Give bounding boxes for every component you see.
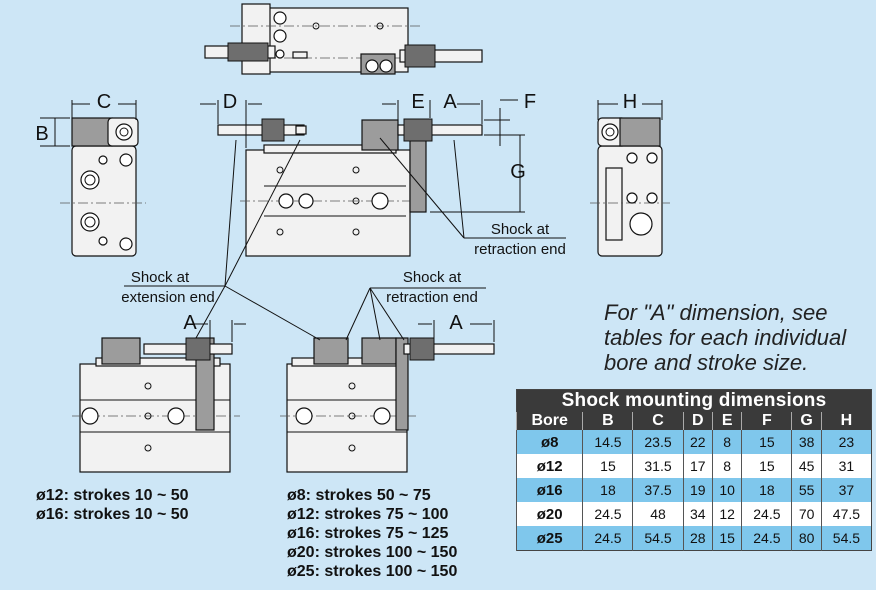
table-cell: 31 [820, 454, 872, 478]
dim-label-h: H [623, 91, 637, 113]
table-cell: 17 [682, 454, 713, 478]
table-cell: ø20 [515, 502, 583, 526]
dim-label-e: E [411, 91, 424, 113]
bottom-right-view [280, 320, 495, 473]
table-cell: 23.5 [632, 430, 684, 454]
stroke-line: ø20: strokes 100 ~ 150 [287, 544, 458, 561]
table-cell: 18 [582, 478, 633, 502]
table-cell: 8 [711, 454, 742, 478]
table-header-cell: F [741, 412, 792, 430]
dim-label-f: F [524, 91, 536, 113]
table-row: ø16 18 37.5 19 10 18 55 37 [515, 478, 872, 502]
table-cell: 54.5 [632, 526, 684, 551]
table-header-cell: H [820, 412, 872, 430]
table-cell: ø8 [515, 430, 583, 454]
strokes-list-left: ø12: strokes 10 ~ 50 ø16: strokes 10 ~ 5… [36, 486, 189, 524]
table-header-cell: C [632, 412, 684, 430]
table-cell: 47.5 [820, 502, 872, 526]
table-cell: 34 [682, 502, 713, 526]
table-row: ø20 24.5 48 34 12 24.5 70 47.5 [515, 502, 872, 526]
table-cell: 15 [582, 454, 633, 478]
table-cell: 18 [741, 478, 792, 502]
shock-retraction-top-line1: Shock at [491, 221, 550, 238]
table-cell: 31.5 [632, 454, 684, 478]
shock-mounting-dimensions-table: Shock mounting dimensions Bore B C D E F… [515, 389, 872, 551]
table-cell: 80 [791, 526, 822, 551]
shock-extension-line1: Shock at [131, 269, 190, 286]
shock-extension-line2: extension end [121, 289, 214, 306]
table-cell: 15 [741, 430, 792, 454]
shock-retraction-top-line2: retraction end [474, 241, 566, 258]
table-title: Shock mounting dimensions [516, 389, 872, 412]
shock-retraction-mid-line1: Shock at [403, 269, 462, 286]
table-row: ø8 14.5 23.5 22 8 15 38 23 [515, 430, 872, 454]
table-cell: 15 [741, 454, 792, 478]
table-cell: 14.5 [582, 430, 633, 454]
stroke-line: ø12: strokes 10 ~ 50 [36, 487, 189, 504]
dim-label-a-left: A [183, 312, 197, 334]
table-cell: ø16 [515, 478, 583, 502]
table-cell: 48 [632, 502, 684, 526]
table-cell: 22 [682, 430, 713, 454]
table-cell: 38 [791, 430, 822, 454]
table-cell: 37 [820, 478, 872, 502]
table-cell: 24.5 [741, 502, 792, 526]
table-cell: 70 [791, 502, 822, 526]
shock-retraction-mid-line2: retraction end [386, 289, 478, 306]
table-cell: 54.5 [820, 526, 872, 551]
stroke-line: ø16: strokes 10 ~ 50 [36, 506, 189, 523]
table-row: ø12 15 31.5 17 8 15 45 31 [515, 454, 872, 478]
table-header-cell: B [582, 412, 633, 430]
dim-label-b: B [35, 123, 48, 145]
stroke-line: ø8: strokes 50 ~ 75 [287, 487, 431, 504]
dim-label-a-top: A [443, 91, 457, 113]
table-cell: 15 [711, 526, 742, 551]
table-cell: 24.5 [582, 502, 633, 526]
table-cell: 12 [711, 502, 742, 526]
table-cell: 28 [682, 526, 713, 551]
left-side-view [40, 100, 146, 257]
table-cell: 23 [820, 430, 872, 454]
dim-label-c: C [97, 91, 111, 113]
table-cell: 45 [791, 454, 822, 478]
table-cell: 19 [682, 478, 713, 502]
bottom-left-view [72, 320, 246, 473]
strokes-list-right: ø8: strokes 50 ~ 75 ø12: strokes 75 ~ 10… [287, 486, 457, 581]
table-cell: ø25 [515, 526, 583, 551]
table-cell: 8 [711, 430, 742, 454]
table-header-cell: E [711, 412, 742, 430]
stroke-line: ø25: strokes 100 ~ 150 [287, 563, 458, 580]
stroke-line: ø12: strokes 75 ~ 100 [287, 506, 449, 523]
stroke-line: ø16: strokes 75 ~ 125 [287, 525, 449, 542]
dim-label-a-right: A [449, 312, 463, 334]
table-cell: 24.5 [741, 526, 792, 551]
right-side-view [590, 100, 670, 257]
table-header-cell: G [791, 412, 822, 430]
table-cell: 10 [711, 478, 742, 502]
a-dimension-note: For "A" dimension, see tables for each i… [604, 300, 847, 375]
table-row: ø25 24.5 54.5 28 15 24.5 80 54.5 [515, 526, 872, 551]
table-header-cell: D [682, 412, 713, 430]
front-view [200, 99, 566, 257]
dim-label-g: G [510, 161, 526, 183]
table-cell: 37.5 [632, 478, 684, 502]
table-cell: 55 [791, 478, 822, 502]
leader-lines [124, 139, 486, 341]
table-header-cell: Bore [515, 412, 583, 430]
top-view [204, 3, 483, 75]
table-cell: 24.5 [582, 526, 633, 551]
dim-label-d: D [223, 91, 237, 113]
table-cell: ø12 [515, 454, 583, 478]
